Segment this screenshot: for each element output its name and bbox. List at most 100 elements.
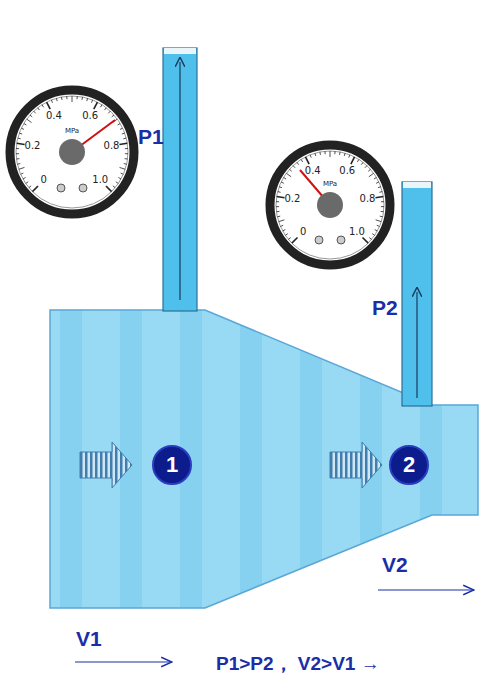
gauge-tick xyxy=(310,155,311,158)
gauge-tick xyxy=(375,197,383,198)
gauge-tick xyxy=(34,111,36,113)
gauge-tick xyxy=(380,216,383,218)
gauge-tick xyxy=(108,111,110,113)
quantity-label: P1 xyxy=(138,126,164,147)
station-circle: 2 xyxy=(389,445,429,485)
rise-arrow xyxy=(179,62,180,300)
gauge-tick xyxy=(301,159,303,162)
station-number: 1 xyxy=(166,454,178,476)
gauge-tick xyxy=(32,186,38,192)
gauge-tick xyxy=(339,152,341,155)
gauge-tick xyxy=(324,151,325,154)
gauge-tick xyxy=(47,102,51,109)
gauge-tick xyxy=(120,167,126,169)
gauge-tick xyxy=(26,182,28,184)
gauge-number: 0.4 xyxy=(46,111,62,121)
tube-2-top xyxy=(403,182,431,188)
pressure-gauge xyxy=(10,90,134,214)
gauge-tick xyxy=(94,102,98,109)
gauge-tick xyxy=(19,167,25,169)
velocity-arrow xyxy=(378,589,474,590)
gauge-tick xyxy=(120,128,123,129)
gauge-tick xyxy=(374,178,377,180)
gauge-tick xyxy=(72,96,73,102)
pressure-gauge xyxy=(270,145,390,265)
gauge-tick xyxy=(369,238,371,240)
gauge-tick xyxy=(293,166,295,168)
gauge-tick xyxy=(42,105,44,108)
gauge-tick xyxy=(23,178,26,179)
gauge-tick xyxy=(19,133,22,134)
gauge-number: 0 xyxy=(300,227,306,237)
gauge-tick xyxy=(113,186,115,188)
gauge-tick xyxy=(314,153,316,156)
gauge-tick xyxy=(289,169,291,171)
gauge-tick xyxy=(125,148,128,149)
velocity-arrow xyxy=(75,661,172,662)
gauge-number: 0.8 xyxy=(104,141,120,151)
gauge-tick xyxy=(66,96,67,99)
gauge-tick xyxy=(21,128,24,129)
tube-1 xyxy=(163,48,197,311)
gauge-number: 0.6 xyxy=(339,166,355,176)
gauge-tick xyxy=(297,162,299,164)
gauge-tick xyxy=(76,96,77,99)
gauge-tick xyxy=(106,186,112,192)
gauge-tick xyxy=(16,158,19,159)
gauge-tick xyxy=(378,187,381,188)
gauge-number: 1.0 xyxy=(92,175,108,185)
gauge-number: 0 xyxy=(41,175,47,185)
gauge-tick xyxy=(123,138,126,140)
gauge-tick xyxy=(125,158,128,159)
gauge-tick xyxy=(330,151,331,157)
gauge-tick xyxy=(86,98,88,101)
gauge-tick xyxy=(319,152,321,155)
rise-arrow xyxy=(416,292,417,398)
gauge-tick xyxy=(279,220,285,222)
flow-arrow xyxy=(330,442,382,488)
gauge-number: 0.8 xyxy=(360,194,376,204)
gauge-tick xyxy=(17,163,20,165)
gauge-tick xyxy=(349,155,350,158)
gauge-tick xyxy=(276,211,279,212)
gauge-number: 0.6 xyxy=(82,111,98,121)
gauge-tick xyxy=(51,100,52,103)
gauge-tick xyxy=(278,191,281,193)
gauge-tick xyxy=(288,238,290,240)
gauge-number: 0.2 xyxy=(285,194,301,204)
gauge-tick xyxy=(372,234,374,236)
gauge-number: 0.2 xyxy=(25,141,41,151)
gauge-tick xyxy=(277,197,285,198)
station-number: 2 xyxy=(403,454,415,476)
gauge-tick xyxy=(375,230,378,231)
gauge-tick xyxy=(276,206,279,207)
gauge-tick xyxy=(38,108,40,110)
gauge-tick xyxy=(122,133,125,134)
gauge-tick xyxy=(61,97,63,100)
gauge-tick xyxy=(365,166,367,168)
gauge-tick xyxy=(125,153,128,154)
gauge-tick xyxy=(368,169,370,171)
station-circle: 1 xyxy=(152,445,192,485)
gauge-tick xyxy=(124,163,127,165)
gauge-tick xyxy=(281,182,284,183)
gauge-tick xyxy=(334,151,335,154)
gauge-tick xyxy=(56,98,58,101)
gauge-tick xyxy=(280,225,283,226)
tube-1-top xyxy=(164,48,196,54)
gauge-unit: MPa xyxy=(65,128,79,135)
gauge-tick xyxy=(112,115,114,117)
gauge-tick xyxy=(379,191,382,193)
gauge-tick xyxy=(16,148,19,149)
gauge-tick xyxy=(381,201,384,202)
gauge-tick xyxy=(119,143,127,144)
gauge-tick xyxy=(369,173,374,177)
gauge-tick xyxy=(17,143,25,144)
gauge-tick xyxy=(305,157,309,164)
gauge-tick xyxy=(351,157,355,164)
gauge-tick xyxy=(292,238,298,244)
gauge-number: 0.4 xyxy=(305,166,321,176)
gauge-tick xyxy=(376,220,382,222)
